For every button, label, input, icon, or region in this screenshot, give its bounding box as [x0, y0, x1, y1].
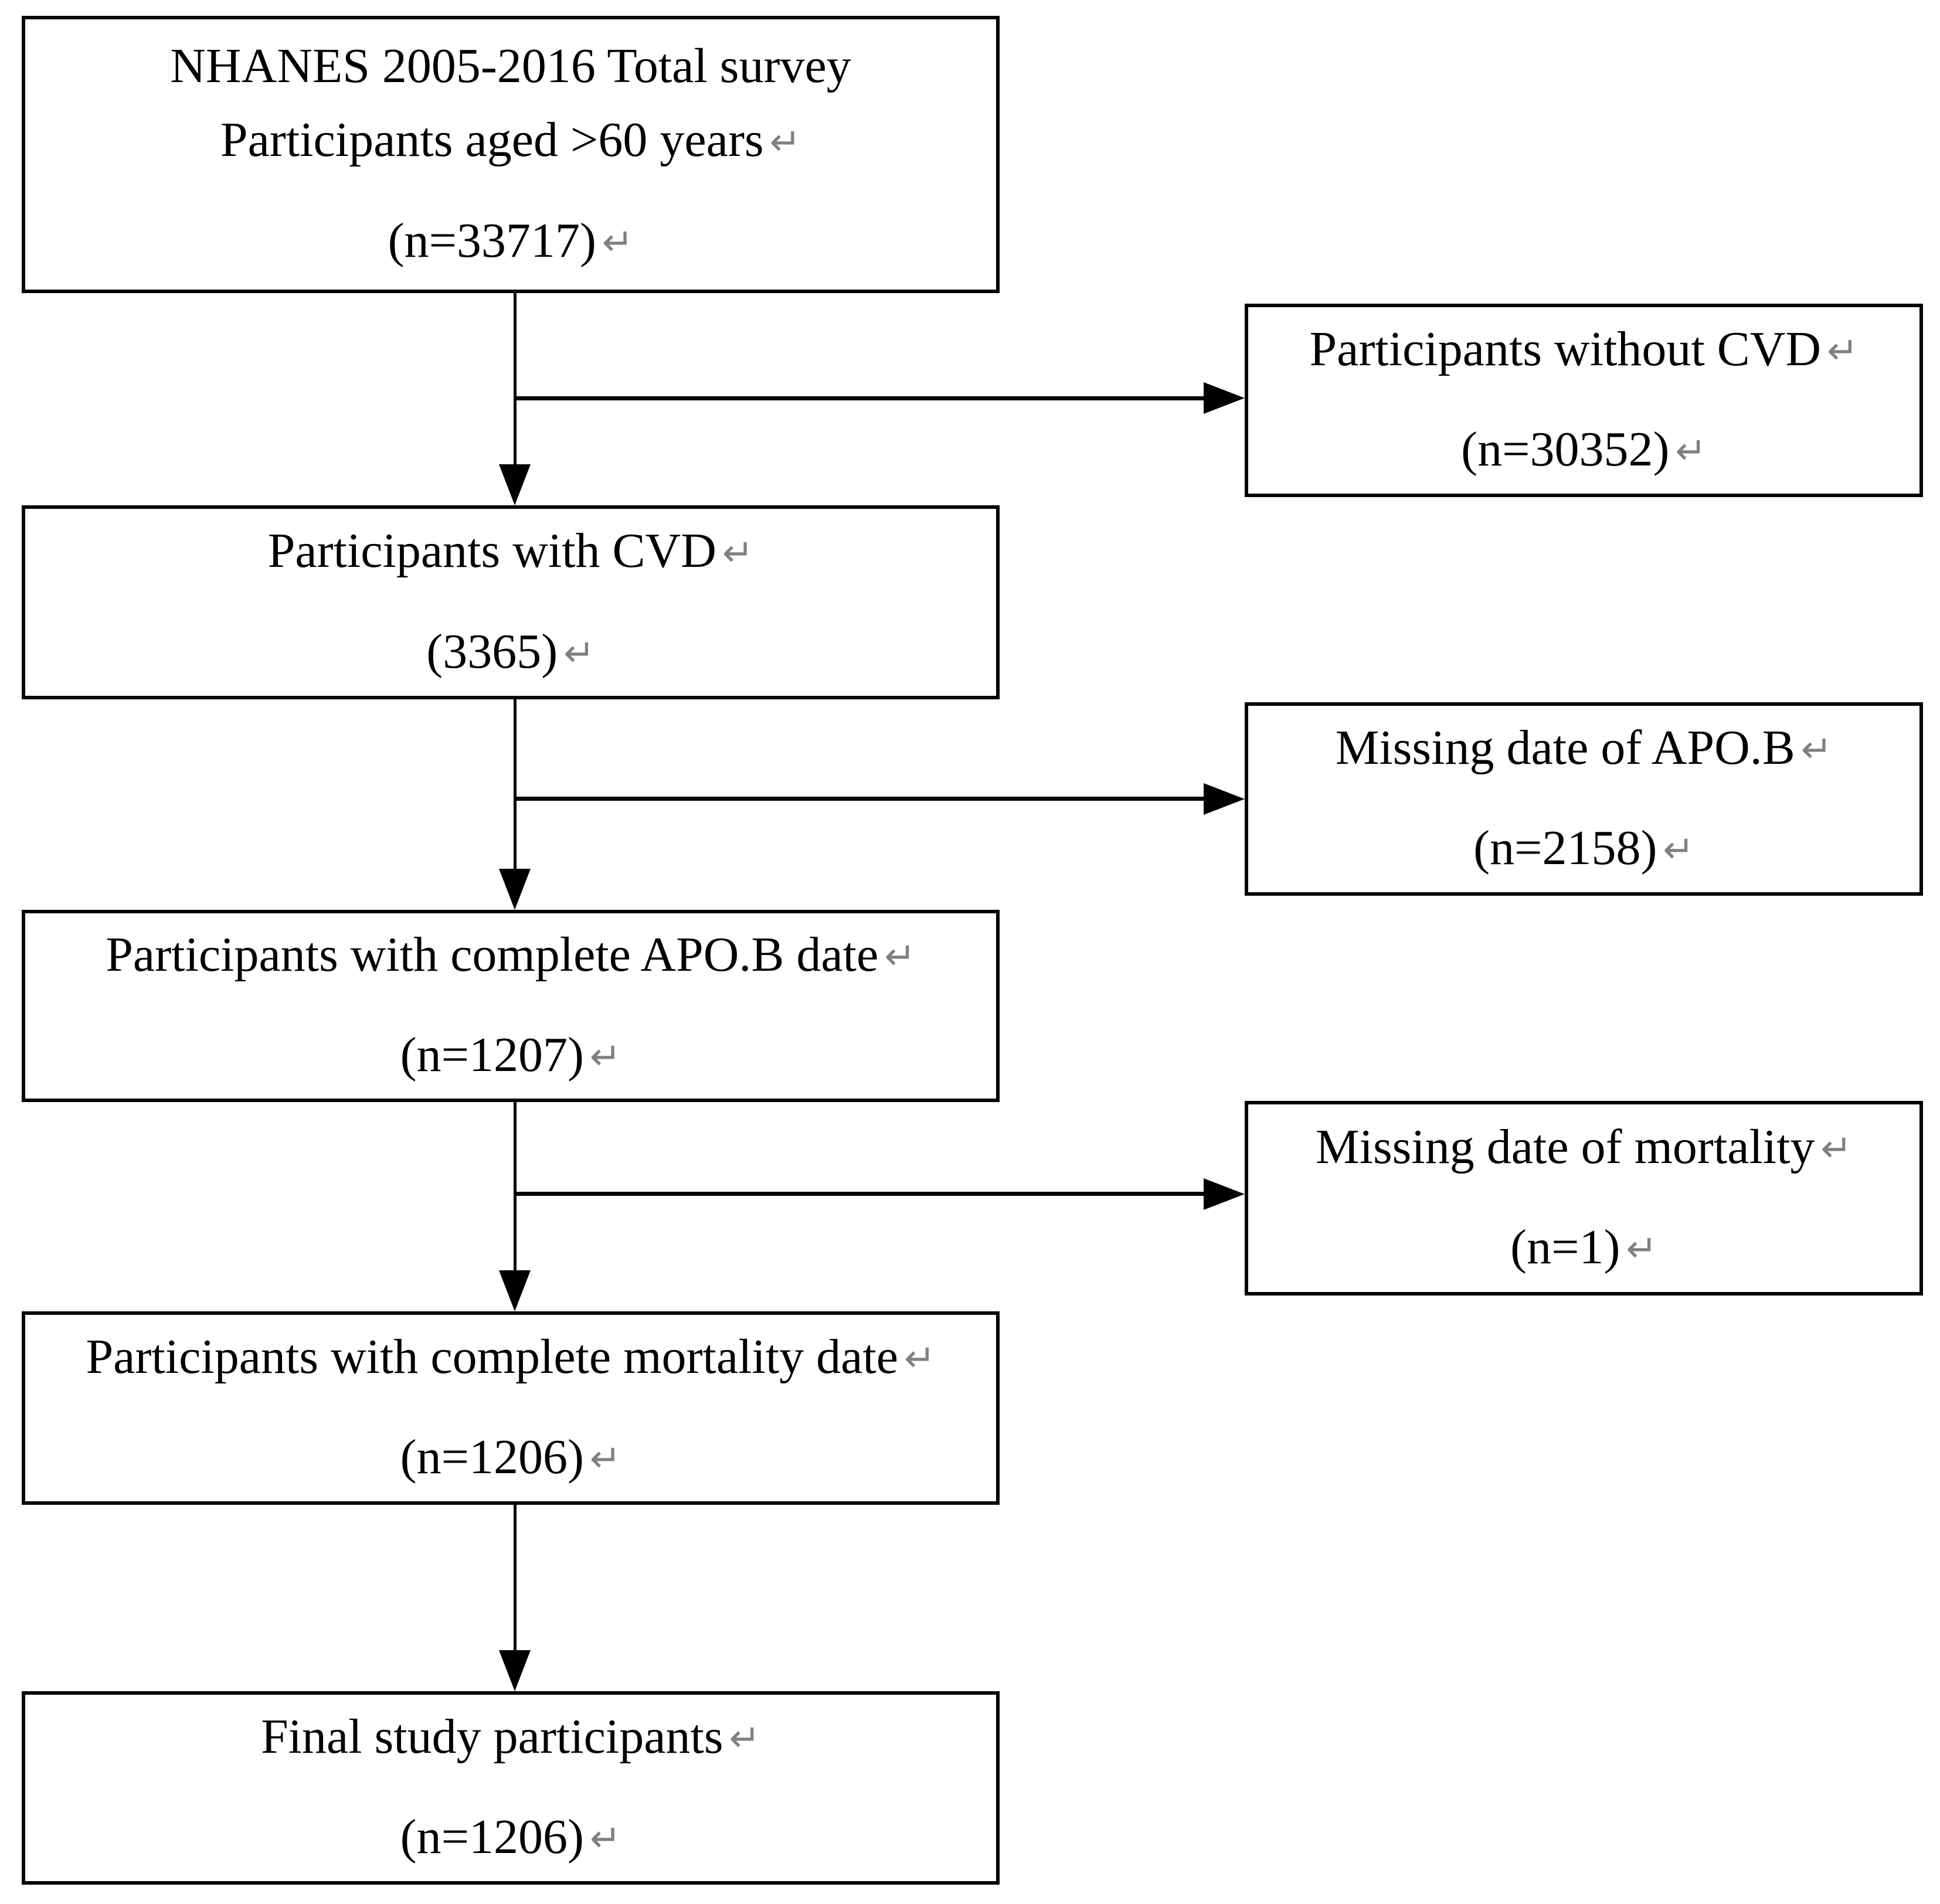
box-title-line: Missing date of mortality↵ — [1316, 1110, 1852, 1186]
box-title-text: Missing date of APO.B — [1335, 720, 1795, 775]
box-count-text: (n=1207) — [400, 1028, 584, 1082]
box-final-participants: Final study participants↵ (n=1206)↵ — [22, 1691, 1000, 1885]
arrowhead-down-icon — [499, 1650, 531, 1691]
arrowhead-right-icon — [1204, 783, 1245, 815]
box-title-text: Participants with complete mortality dat… — [86, 1329, 899, 1384]
return-mark-icon: ↵ — [904, 1337, 936, 1381]
return-mark-icon: ↵ — [884, 935, 916, 978]
box-title-text: Missing date of mortality — [1315, 1119, 1815, 1174]
connector-line-vertical-4 — [514, 1505, 517, 1651]
box-count-text: (n=30352) — [1461, 422, 1670, 477]
box-count-text: (n=2158) — [1473, 821, 1657, 875]
connector-line-branch-3 — [514, 1192, 1204, 1196]
box-count-text: (n=1206) — [400, 1810, 584, 1864]
return-mark-icon: ↵ — [602, 220, 634, 264]
box-count-line: (n=1206)↵ — [400, 1420, 621, 1496]
box-complete-apob: Participants with complete APO.B date↵ (… — [22, 910, 1000, 1102]
box-title-text: Participants with complete APO.B date — [106, 927, 879, 982]
box-missing-apob: Missing date of APO.B↵ (n=2158)↵ — [1245, 702, 1923, 896]
connector-line-vertical-3 — [514, 1102, 517, 1271]
box-count-text: (3365) — [426, 624, 558, 679]
box-title-text: Participants without CVD — [1309, 321, 1822, 376]
box-count-line: (3365)↵ — [426, 615, 594, 691]
box-count-line: (n=33717)↵ — [388, 204, 634, 280]
return-mark-icon: ↵ — [722, 531, 754, 575]
arrowhead-right-icon — [1204, 382, 1245, 414]
box-title-text: Participants with CVD — [267, 523, 716, 579]
box-complete-mortality: Participants with complete mortality dat… — [22, 1311, 1000, 1505]
return-mark-icon: ↵ — [1827, 329, 1859, 373]
box-count-text: (n=1) — [1510, 1220, 1620, 1274]
box-count-line: (n=30352)↵ — [1461, 413, 1707, 488]
box-title-text: Final study participants — [260, 1709, 723, 1764]
box-title-line: Final study participants↵ — [261, 1700, 760, 1776]
return-mark-icon: ↵ — [1820, 1127, 1853, 1171]
connector-line-vertical-1 — [514, 293, 517, 467]
box-count-line: (n=1206)↵ — [400, 1800, 621, 1876]
box-total-survey: NHANES 2005-2016 Total survey Participan… — [22, 16, 1000, 293]
box-count-text: (n=1206) — [400, 1430, 584, 1484]
return-mark-icon: ↵ — [1626, 1228, 1657, 1271]
connector-line-vertical-2 — [514, 699, 517, 870]
box-count-line: (n=1207)↵ — [400, 1018, 621, 1094]
box-count-line: (n=2158)↵ — [1473, 811, 1694, 887]
box-title-line: Participants aged >60 years↵ — [220, 103, 801, 179]
return-mark-icon: ↵ — [589, 1035, 621, 1079]
return-mark-icon: ↵ — [589, 1817, 621, 1861]
box-count-text: (n=33717) — [388, 213, 596, 268]
box-without-cvd: Participants without CVD↵ (n=30352)↵ — [1245, 304, 1923, 497]
arrowhead-right-icon — [1204, 1178, 1245, 1210]
arrowhead-down-icon — [499, 464, 531, 505]
connector-line-branch-2 — [514, 797, 1204, 801]
box-missing-mortality: Missing date of mortality↵ (n=1)↵ — [1245, 1101, 1923, 1296]
return-mark-icon: ↵ — [769, 120, 801, 164]
box-title-line: Missing date of APO.B↵ — [1336, 711, 1833, 787]
return-mark-icon: ↵ — [563, 631, 595, 675]
box-count-line: (n=1)↵ — [1510, 1211, 1657, 1286]
box-title-line: Participants with complete mortality dat… — [86, 1320, 935, 1396]
box-title-line: Participants with complete APO.B date↵ — [106, 918, 916, 994]
box-title-line: NHANES 2005-2016 Total survey — [170, 29, 851, 103]
box-title-text: Participants aged >60 years — [220, 113, 764, 168]
return-mark-icon: ↵ — [589, 1437, 621, 1481]
return-mark-icon: ↵ — [729, 1717, 761, 1760]
arrowhead-down-icon — [499, 869, 531, 910]
box-title-text: NHANES 2005-2016 Total survey — [170, 39, 851, 94]
return-mark-icon: ↵ — [1800, 728, 1833, 771]
arrowhead-down-icon — [499, 1270, 531, 1311]
return-mark-icon: ↵ — [1675, 430, 1707, 474]
box-with-cvd: Participants with CVD↵ (3365)↵ — [22, 505, 1000, 699]
box-title-line: Participants with CVD↵ — [268, 514, 754, 590]
connector-line-branch-1 — [514, 396, 1204, 400]
return-mark-icon: ↵ — [1663, 828, 1694, 872]
box-title-line: Participants without CVD↵ — [1309, 312, 1858, 388]
